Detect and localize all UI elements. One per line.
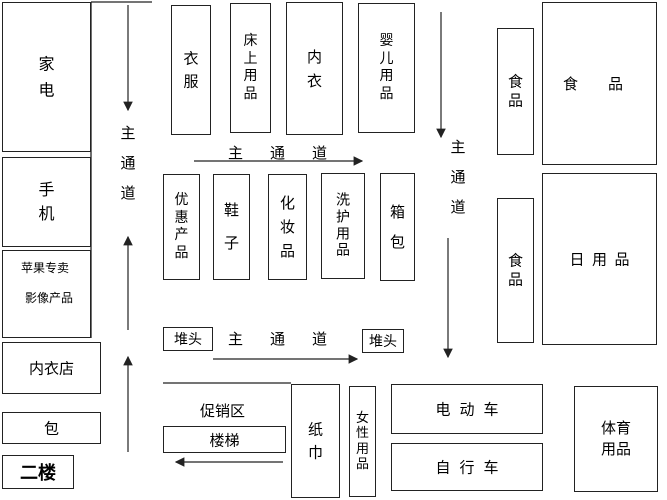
cosmetics-text: 化妆品 — [279, 194, 295, 260]
tissue-text: 纸巾 — [307, 420, 323, 462]
stack-1-label: 堆头 — [174, 332, 202, 348]
underwear-area: 内衣 — [286, 2, 343, 135]
sports-label: 体育用品 — [575, 418, 657, 460]
stairs-area[interactable]: 楼梯 — [163, 426, 286, 453]
imaging-products-label: 影像产品 — [25, 291, 74, 305]
ebike-area: 电动车 — [391, 384, 543, 434]
lingerie-shop-area: 内衣店 — [2, 342, 101, 394]
stack-2-label: 堆头 — [369, 334, 397, 350]
promo-zone-label: 促销区 — [200, 402, 246, 420]
underwear-text: 内衣 — [306, 47, 322, 90]
stack-display-1: 堆头 — [163, 327, 213, 351]
food-area-1: 食品 — [497, 28, 534, 155]
toiletries-area: 洗护用品 — [321, 173, 365, 279]
cosmetics-area: 化妆品 — [268, 174, 307, 280]
tissue-area: 纸巾 — [291, 384, 340, 498]
bags-left-label: 包 — [43, 419, 59, 438]
main-aisle-top-label: 主通道 — [228, 144, 355, 162]
baby-label: 婴儿用品 — [359, 33, 414, 103]
appliances-text: 家电 — [38, 54, 55, 99]
tissue-label: 纸巾 — [292, 419, 339, 464]
main-aisle-left-label: 主通道 — [120, 118, 136, 208]
main-aisle-left-text: 主通道 — [120, 124, 136, 202]
food-1-label: 食品 — [498, 72, 533, 111]
clothing-text: 衣服 — [183, 49, 199, 91]
female-products-label: 女性用品 — [350, 410, 375, 472]
floor-indicator: 二楼 — [2, 455, 74, 489]
stairs-label: 楼梯 — [209, 431, 240, 449]
clothing-area: 衣服 — [171, 5, 211, 135]
main-aisle-bottom-label: 主通道 — [228, 330, 355, 348]
toiletries-label: 洗护用品 — [322, 192, 364, 259]
daily-goods-area: 日用品 — [542, 173, 657, 345]
appliances-area: 家电 — [2, 2, 91, 152]
luggage-area: 箱包 — [380, 173, 415, 281]
food-2-label: 食品 — [498, 251, 533, 290]
floor-label: 二楼 — [20, 463, 56, 484]
baby-area: 婴儿用品 — [358, 3, 415, 133]
shoes-label: 鞋子 — [214, 194, 249, 260]
food-large-label: 食 品 — [563, 75, 624, 93]
luggage-label: 箱包 — [381, 197, 414, 257]
bedding-text: 床上用品 — [243, 33, 258, 102]
main-aisle-right-text: 主通道 — [450, 138, 466, 216]
discount-text: 优惠产品 — [174, 192, 189, 261]
lingerie-shop-label: 内衣店 — [28, 359, 74, 378]
phones-label: 手机 — [3, 178, 90, 226]
discount-label: 优惠产品 — [164, 192, 199, 262]
food-large-area: 食 品 — [542, 2, 657, 165]
apple-store-label: 苹果专卖 — [21, 261, 70, 275]
baby-text: 婴儿用品 — [379, 33, 394, 102]
bedding-area: 床上用品 — [230, 3, 271, 133]
toiletries-text: 洗护用品 — [336, 192, 350, 259]
ebike-label: 电动车 — [435, 400, 508, 419]
food-2-text: 食品 — [507, 251, 523, 289]
food-area-2: 食品 — [497, 198, 534, 343]
cosmetics-label: 化妆品 — [269, 191, 306, 263]
daily-goods-label: 日用品 — [569, 250, 637, 269]
phones-text: 手机 — [38, 180, 55, 223]
bicycle-label: 自行车 — [435, 458, 508, 477]
female-text: 女性用品 — [355, 410, 369, 473]
apple-store-area: 苹果专卖 影像产品 — [2, 250, 91, 338]
underwear-label: 内衣 — [287, 45, 342, 93]
female-products-area: 女性用品 — [349, 386, 376, 497]
discount-area: 优惠产品 — [163, 174, 200, 280]
bicycle-area: 自行车 — [391, 443, 543, 491]
bags-left-area: 包 — [2, 412, 101, 444]
shoes-text: 鞋子 — [223, 201, 239, 252]
sports-area: 体育用品 — [574, 386, 658, 492]
stack-display-2: 堆头 — [362, 329, 404, 353]
main-aisle-right-label: 主通道 — [450, 132, 466, 222]
luggage-text: 箱包 — [389, 203, 405, 251]
sports-text: 体育用品 — [600, 419, 631, 458]
bedding-label: 床上用品 — [231, 33, 270, 103]
food-1-text: 食品 — [507, 72, 523, 110]
shoes-area: 鞋子 — [213, 174, 250, 280]
clothing-label: 衣服 — [172, 48, 210, 93]
phones-area: 手机 — [2, 157, 91, 247]
appliances-label: 家电 — [3, 51, 90, 102]
